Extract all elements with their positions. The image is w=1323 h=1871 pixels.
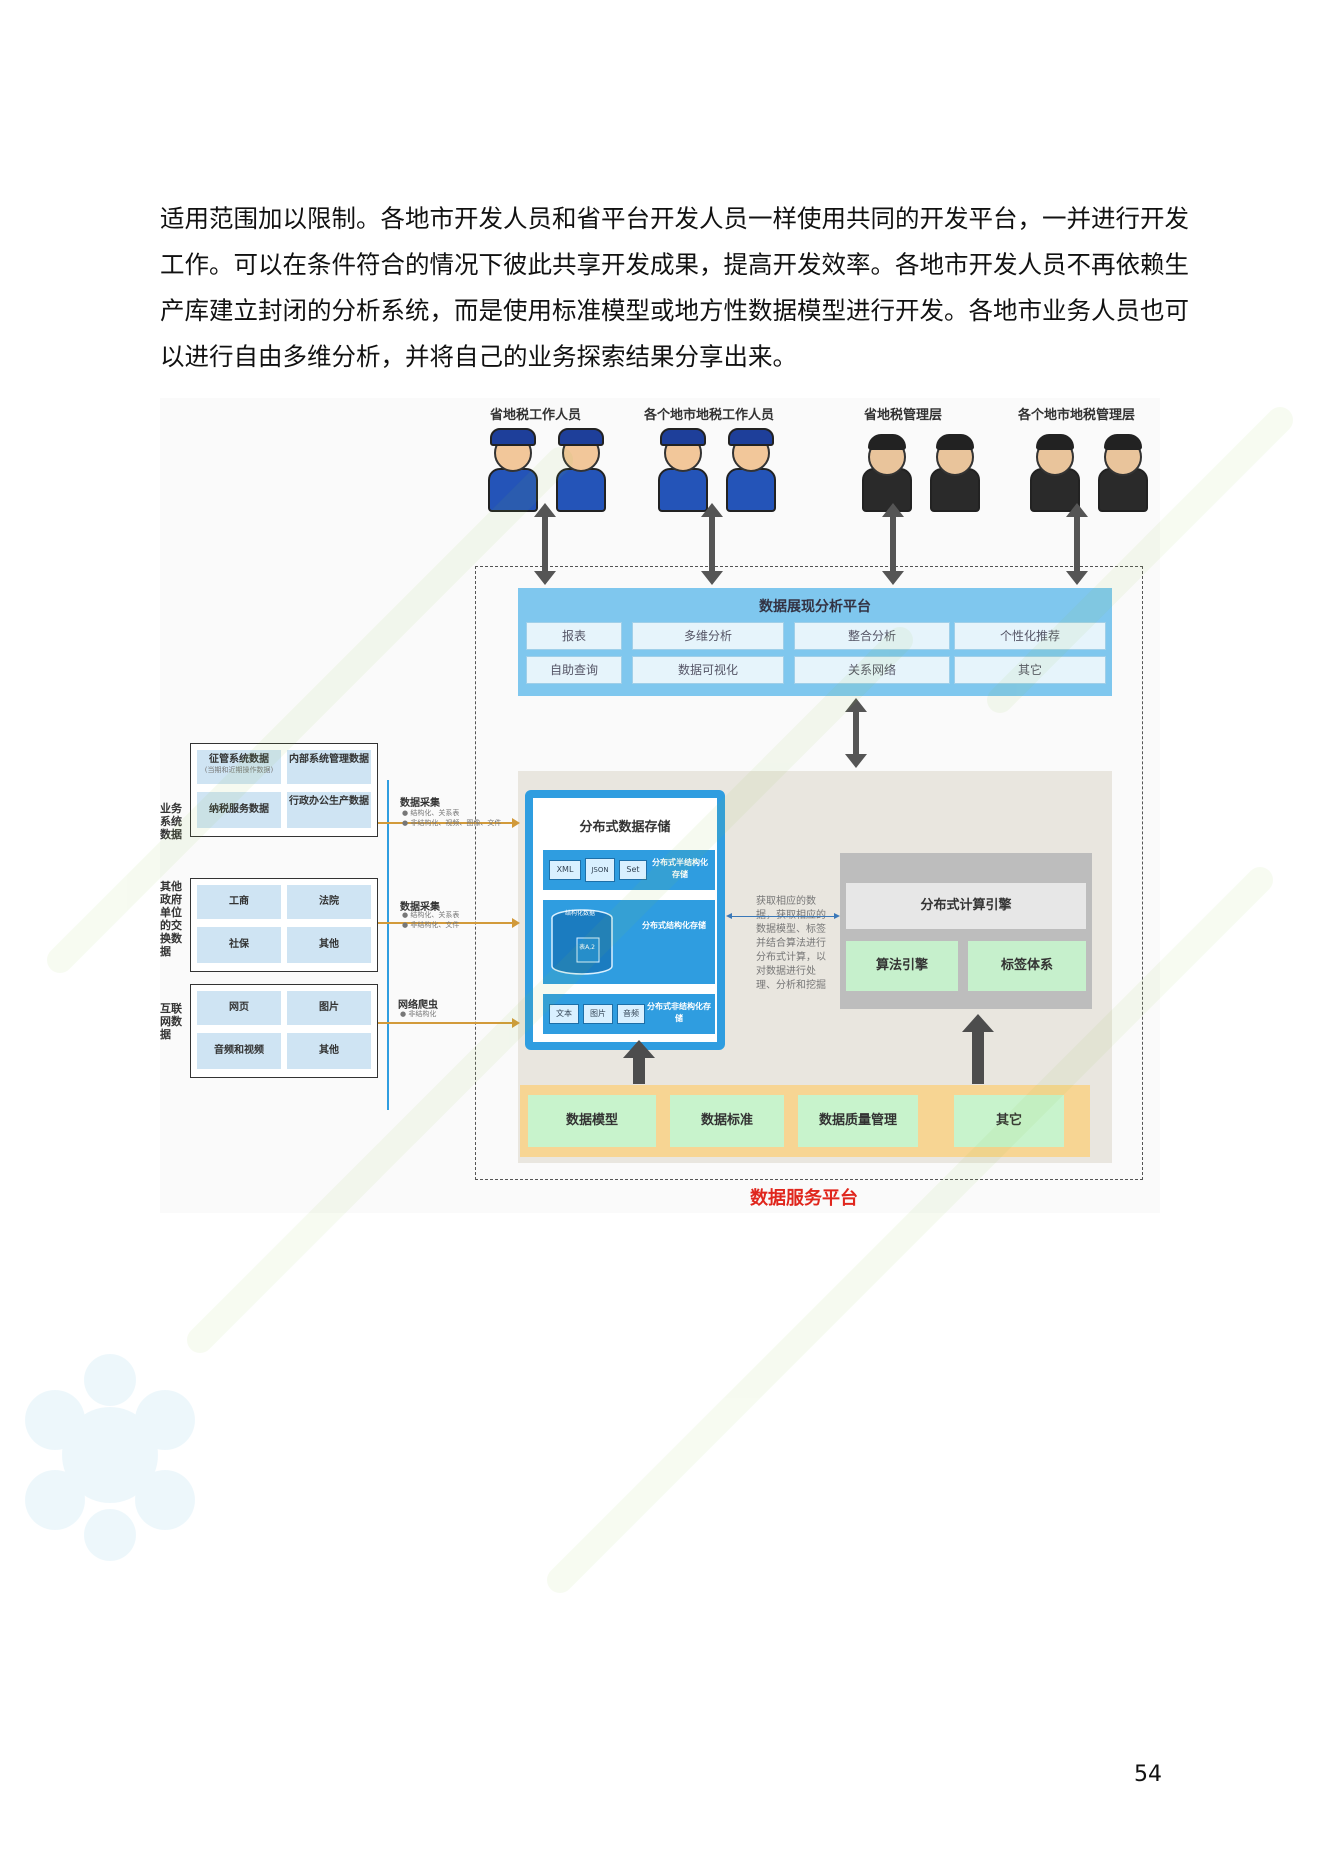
double-arrow-icon xyxy=(534,503,556,585)
source-cell: 纳税服务数据 xyxy=(197,792,281,828)
compute-engine: 分布式计算引擎 算法引擎 标签体系 xyxy=(840,853,1092,1009)
collection-bullet: ● 结构化、关系表 xyxy=(402,911,460,919)
source-cell: 其他 xyxy=(287,1033,371,1069)
collection-bullet: ● 结构化、关系表 xyxy=(402,809,460,817)
unstructured-storage: 文本 图片 音频 分布式非结构化存储 xyxy=(543,994,715,1034)
police-officers-illustration xyxy=(650,428,780,512)
paragraph-line: 工作。可以在条件符合的情况下彼此共享开发成果，提高开发效率。各地市开发人员不再依… xyxy=(160,250,1189,279)
divider-line xyxy=(387,780,389,1110)
double-arrow-icon xyxy=(845,698,867,768)
module-other: 其它 xyxy=(954,656,1106,684)
paragraph-line: 适用范围加以限制。各地市开发人员和省平台开发人员一样使用共同的开发平台，一并进行… xyxy=(160,204,1189,233)
collection-title: 数据采集 xyxy=(400,798,440,809)
data-quality: 数据质量管理 xyxy=(798,1095,918,1147)
database-icon xyxy=(551,909,613,975)
managers-illustration xyxy=(854,428,984,512)
source-cell: 社保 xyxy=(197,927,281,963)
chip: 音频 xyxy=(617,1004,645,1024)
role-label: 各个地市地税工作人员 xyxy=(644,408,775,423)
page-number: 54 xyxy=(1134,1762,1162,1787)
presentation-title: 数据展现分析平台 xyxy=(759,599,871,615)
source-cell: 行政办公生产数据 xyxy=(287,792,371,828)
module-relation: 关系网络 xyxy=(794,656,950,684)
flow-arrow-icon xyxy=(378,1018,520,1028)
data-standard: 数据标准 xyxy=(670,1095,784,1147)
algorithm-engine: 算法引擎 xyxy=(846,941,958,991)
source-group: 工商 法院 社保 其他 xyxy=(190,878,378,972)
group-label: 业务系统数据 xyxy=(160,802,182,841)
module-recommend: 个性化推荐 xyxy=(954,622,1106,650)
flow-arrow-icon xyxy=(378,818,520,828)
role-label: 省地税工作人员 xyxy=(490,408,582,423)
double-arrow-icon xyxy=(882,503,904,585)
distributed-storage: 分布式数据存储 XML JSON Set 分布式半结构化存储 结构化数据 表A,… xyxy=(525,790,725,1050)
data-model: 数据模型 xyxy=(528,1095,656,1147)
chip: 文本 xyxy=(549,1004,579,1024)
collection-bullet: ● 非结构化、视频、图像、文件 xyxy=(402,819,502,827)
source-cell: 内部系统管理数据 xyxy=(287,750,371,784)
source-group: 网页 图片 音频和视频 其他 xyxy=(190,984,378,1078)
chip: JSON xyxy=(585,858,615,882)
structured-storage: 结构化数据 表A,2 分布式结构化存储 xyxy=(543,900,715,984)
bidirectional-arrow-icon xyxy=(726,913,840,919)
collection-bullet: ● 非结构化 xyxy=(400,1010,437,1018)
foundation-other: 其它 xyxy=(954,1095,1064,1147)
up-arrow-icon xyxy=(623,1040,655,1084)
up-arrow-icon xyxy=(962,1014,994,1084)
module-visualization: 数据可视化 xyxy=(632,656,784,684)
module-selfquery: 自助查询 xyxy=(526,656,622,684)
flow-arrow-icon xyxy=(378,918,520,928)
paragraph-line: 以进行自由多维分析，并将自己的业务探索结果分享出来。 xyxy=(160,342,797,371)
body-paragraph: 适用范围加以限制。各地市开发人员和省平台开发人员一样使用共同的开发平台，一并进行… xyxy=(160,196,1189,380)
source-cell: 征管系统数据(当期和近期操作数据) xyxy=(197,750,281,784)
paragraph-line: 产库建立封闭的分析系统，而是使用标准模型或地方性数据模型进行开发。各地市业务人员… xyxy=(160,296,1189,325)
module-multidim: 多维分析 xyxy=(632,622,784,650)
managers-illustration xyxy=(1022,428,1152,512)
source-cell: 网页 xyxy=(197,991,281,1025)
source-cell: 工商 xyxy=(197,885,281,919)
chip: XML xyxy=(549,860,581,880)
db-inner-label: 表A,2 xyxy=(579,944,595,951)
chip: 图片 xyxy=(583,1004,613,1024)
platform-boundary xyxy=(475,566,1143,1180)
collection-title: 网络爬虫 xyxy=(398,1000,438,1011)
collection-bullet: ● 非结构化、文件 xyxy=(402,921,460,929)
architecture-diagram: 省地税工作人员 各个地市地税工作人员 省地税管理层 各个地市地税管理层 数据展现… xyxy=(160,398,1160,1213)
semi-label: 分布式半结构化存储 xyxy=(652,858,708,879)
compute-title: 分布式计算引擎 xyxy=(846,883,1086,929)
tag-system: 标签体系 xyxy=(968,941,1086,991)
db-label: 结构化数据 xyxy=(564,910,595,917)
police-officers-illustration xyxy=(480,428,610,512)
source-group: 征管系统数据(当期和近期操作数据) 内部系统管理数据 纳税服务数据 行政办公生产… xyxy=(190,743,378,837)
source-cell: 图片 xyxy=(287,991,371,1025)
group-label: 其他政府单位的交换数据 xyxy=(160,880,182,958)
role-label: 各个地市地税管理层 xyxy=(1018,408,1136,423)
foundation-layer: 数据模型 数据标准 数据质量管理 其它 xyxy=(520,1085,1090,1157)
source-cell: 音频和视频 xyxy=(197,1033,281,1069)
semi-structured-storage: XML JSON Set 分布式半结构化存储 xyxy=(543,850,715,890)
platform-label: 数据服务平台 xyxy=(750,1188,858,1209)
role-label: 省地税管理层 xyxy=(864,408,943,423)
presentation-layer: 数据展现分析平台 报表 多维分析 整合分析 个性化推荐 自助查询 数据可视化 关… xyxy=(518,588,1112,696)
module-report: 报表 xyxy=(526,622,622,650)
structured-label: 分布式结构化存储 xyxy=(642,921,706,930)
module-integrated: 整合分析 xyxy=(794,622,950,650)
source-cell: 法院 xyxy=(287,885,371,919)
group-label: 互联网数据 xyxy=(160,1002,182,1041)
storage-title: 分布式数据存储 xyxy=(579,820,671,835)
double-arrow-icon xyxy=(1066,503,1088,585)
source-cell: 其他 xyxy=(287,927,371,963)
double-arrow-icon xyxy=(701,503,723,585)
unstructured-label: 分布式非结构化存储 xyxy=(647,1002,711,1023)
collection-title: 数据采集 xyxy=(400,902,440,913)
compute-description: 获取相应的数据，获取相应的数据模型、标签并结合算法进行分布式计算，以对数据进行处… xyxy=(756,896,826,991)
chip: Set xyxy=(619,860,647,880)
